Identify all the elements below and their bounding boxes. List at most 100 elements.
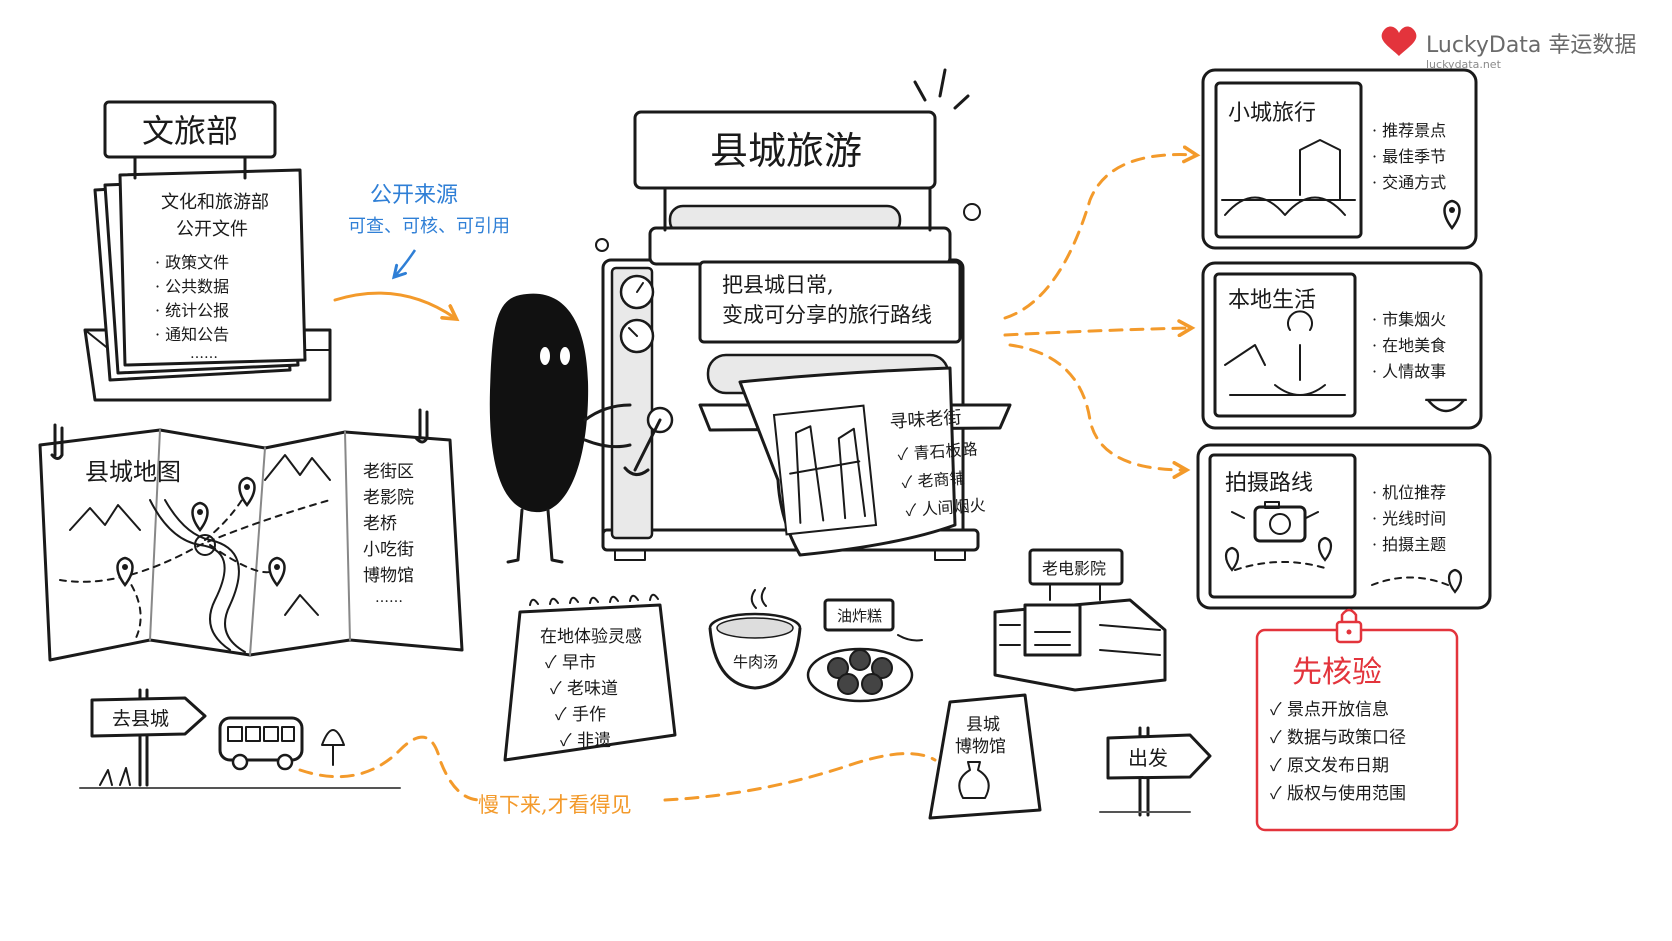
binder-clip-icon [414, 408, 429, 444]
doc-more: …… [190, 346, 218, 362]
card-item: · 市集烟火 [1372, 310, 1446, 329]
old-cinema: 老电影院 [993, 548, 1167, 692]
map-place: 小吃街 [363, 540, 414, 560]
sheet-title: 寻味老街 [889, 407, 962, 433]
tree-icon [321, 729, 345, 766]
heart-logo-icon [1381, 26, 1417, 56]
policy-document [118, 168, 307, 367]
street-sketch [772, 404, 878, 536]
location-pin-icon [1447, 568, 1463, 594]
calendar-item: ✓ 老味道 [550, 679, 618, 699]
bus-icon [218, 716, 304, 771]
soup-label: 牛肉汤 [733, 653, 778, 671]
motion-lines-icon [913, 68, 970, 110]
slow-down-path: 慢下来,才看得见 [298, 735, 937, 817]
signpost-left-text: 去县城 [112, 708, 169, 730]
signpost-right-text: 出发 [1128, 746, 1168, 770]
lock-icon [1335, 608, 1363, 644]
map-place: 老桥 [363, 514, 397, 534]
pointer-arrow-icon [897, 634, 923, 642]
verify-first-box: 先核验 ✓ 景点开放信息 ✓ 数据与政策口径 ✓ 原文发布日期 ✓ 版权与使用范… [1255, 608, 1459, 832]
location-pin-icon [1317, 536, 1333, 562]
card-item: · 在地美食 [1372, 336, 1446, 355]
brand-name: LuckyData 幸运数据 [1426, 33, 1636, 58]
market-vendor-sketch [1224, 310, 1346, 396]
cake-label: 油炸糕 [837, 607, 882, 625]
source-arrow-icon [391, 249, 417, 280]
map-center-marker-icon [194, 534, 216, 556]
brand-url: luckydata.net [1426, 58, 1502, 71]
bean-character [489, 293, 632, 564]
ministry-documents: 文旅部 文化和旅游部 公开文件 · 政策文件 · 公共数据 · 统计公报 · 通… [83, 100, 332, 402]
card-item: · 人情故事 [1372, 362, 1446, 381]
map-pin-icon [191, 501, 209, 533]
printed-route-sheet: 寻味老街 ✓ 青石板路 ✓ 老商铺 ✓ 人间烟火 [738, 366, 986, 557]
map-place: 博物馆 [363, 566, 414, 586]
verify-item: ✓ 数据与政策口径 [1270, 728, 1406, 748]
card-title: 本地生活 [1228, 288, 1316, 313]
verify-item: ✓ 版权与使用范围 [1270, 783, 1406, 804]
museum-line-2: 博物馆 [955, 737, 1006, 757]
verify-item: ✓ 景点开放信息 [1270, 700, 1389, 720]
cinema-sign: 老电影院 [1042, 559, 1106, 578]
flow-arrow-icon [333, 291, 460, 322]
location-pin-icon [1443, 199, 1461, 231]
ministry-sign-text: 文旅部 [142, 112, 238, 150]
stone-bridge-sketch [1221, 139, 1356, 216]
calendar-rings-icon [529, 593, 659, 606]
beef-soup-bowl: 牛肉汤 [708, 587, 802, 690]
card-item: · 最佳季节 [1372, 147, 1446, 166]
county-museum: 县城 博物馆 [928, 693, 1042, 820]
machine-slogan-line-1: 把县城日常, [722, 273, 834, 297]
machine-slogan-line-2: 变成可分享的旅行路线 [722, 303, 932, 327]
calendar-item: ✓ 手作 [555, 705, 606, 725]
card-local-life: 本地生活 · 市集烟火 · 在地美食 · 人情故事 [1201, 261, 1483, 430]
doc-item: · 政策文件 [155, 253, 229, 272]
sheet-item: ✓ 老商铺 [901, 469, 966, 492]
doc-title-line-1: 文化和旅游部 [161, 192, 269, 213]
vase-icon [958, 761, 990, 799]
calendar-item: ✓ 非遗 [560, 731, 611, 751]
map-title: 县城地图 [85, 458, 181, 486]
card-item: · 光线时间 [1372, 509, 1446, 528]
ministry-sign [103, 100, 277, 159]
source-title: 公开来源 [370, 183, 458, 208]
experience-calendar: 在地体验灵感 ✓ 早市 ✓ 老味道 ✓ 手作 ✓ 非遗 [503, 593, 677, 762]
output-arrows [1003, 145, 1201, 479]
card-photo-route: 拍摄路线 · 机位推荐 · 光线时间 · 拍摄主题 [1196, 443, 1492, 610]
map-pin-icon [116, 556, 134, 588]
doc-title-line-2: 公开文件 [176, 219, 248, 240]
camera-icon [1253, 501, 1307, 543]
machine-sign-text: 县城旅游 [710, 129, 862, 173]
location-pin-icon [1224, 546, 1240, 572]
map-pin-icon [268, 556, 286, 588]
doc-item: · 公共数据 [155, 277, 229, 296]
left-signpost: 去县城 [90, 688, 207, 787]
right-signpost: 出发 [1099, 726, 1212, 817]
verify-item: ✓ 原文发布日期 [1270, 756, 1389, 776]
card-title: 拍摄路线 [1225, 471, 1313, 496]
motto-text: 慢下来,才看得见 [478, 793, 632, 817]
steam-icon [750, 587, 767, 609]
folded-map [38, 428, 464, 662]
doc-item: · 通知公告 [155, 325, 229, 344]
calendar-item: ✓ 早市 [545, 653, 596, 673]
county-map: 县城地图 老街区 老影院 老桥 小吃街 博物馆 …… [38, 408, 464, 662]
doc-item: · 统计公报 [155, 301, 229, 320]
machine-sign [633, 110, 937, 190]
food-bowl-icon [1425, 398, 1467, 413]
calendar-title: 在地体验灵感 [540, 627, 642, 647]
signpost-board [1106, 733, 1212, 780]
museum-line-1: 县城 [966, 715, 1000, 735]
mountain-icon [264, 454, 331, 481]
signpost-board [90, 696, 207, 738]
card-item: · 拍摄主题 [1372, 535, 1446, 554]
card-item: · 交通方式 [1372, 173, 1446, 192]
mountain-icon [69, 504, 141, 531]
source-subtitle: 可查、可核、可引用 [348, 216, 510, 237]
verify-title: 先核验 [1292, 655, 1382, 690]
map-more: …… [375, 590, 403, 606]
card-small-town-travel: 小城旅行 · 推荐景点 · 最佳季节 · 交通方式 [1201, 68, 1478, 250]
map-pin-icon [238, 476, 256, 508]
